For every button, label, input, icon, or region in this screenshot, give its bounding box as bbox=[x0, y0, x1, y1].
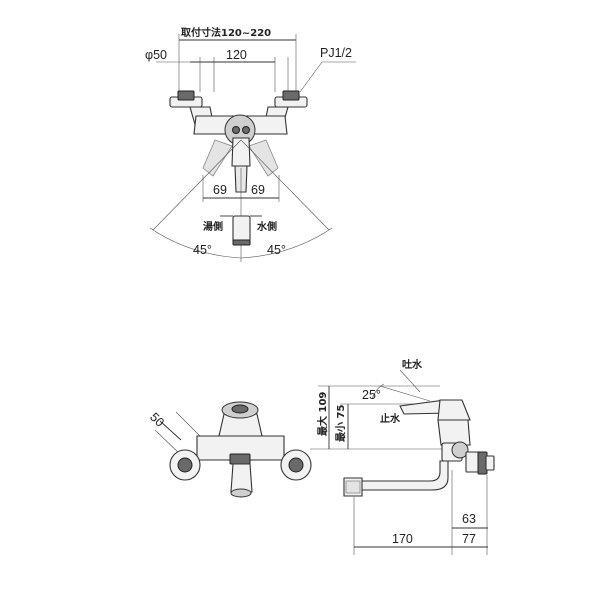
center-distance-label: 120 bbox=[226, 48, 247, 62]
min-height-label: 最小 75 bbox=[334, 405, 347, 442]
front-dim-50: 50 bbox=[147, 410, 167, 430]
max-height-label: 最大 109 bbox=[316, 392, 329, 436]
hot-side-label: 湯側 bbox=[203, 220, 223, 233]
stop-label: 止水 bbox=[380, 412, 401, 425]
right-offset-label: 69 bbox=[251, 183, 265, 197]
angle-label: 25° bbox=[362, 388, 381, 402]
front-view: 50 bbox=[147, 401, 312, 498]
side-view: 最大 109 最小 75 25° 吐水 止水 63 170 77 bbox=[310, 358, 495, 555]
top-view: 取付寸法120~220 φ50 120 PJ1/2 69 69 bbox=[145, 26, 356, 262]
spout-on-label: 吐水 bbox=[402, 358, 423, 371]
right-angle-label: 45° bbox=[267, 243, 286, 257]
left-offset-label: 69 bbox=[213, 183, 227, 197]
mount-range-label: 取付寸法120~220 bbox=[181, 26, 271, 39]
left-angle-label: 45° bbox=[193, 243, 212, 257]
dim-63-label: 63 bbox=[462, 512, 476, 526]
dim-77-label: 77 bbox=[462, 532, 476, 546]
dim-170-label: 170 bbox=[392, 532, 413, 546]
cold-side-label: 水側 bbox=[256, 220, 277, 233]
phi-label: φ50 bbox=[145, 48, 167, 62]
thread-label: PJ1/2 bbox=[320, 46, 352, 60]
